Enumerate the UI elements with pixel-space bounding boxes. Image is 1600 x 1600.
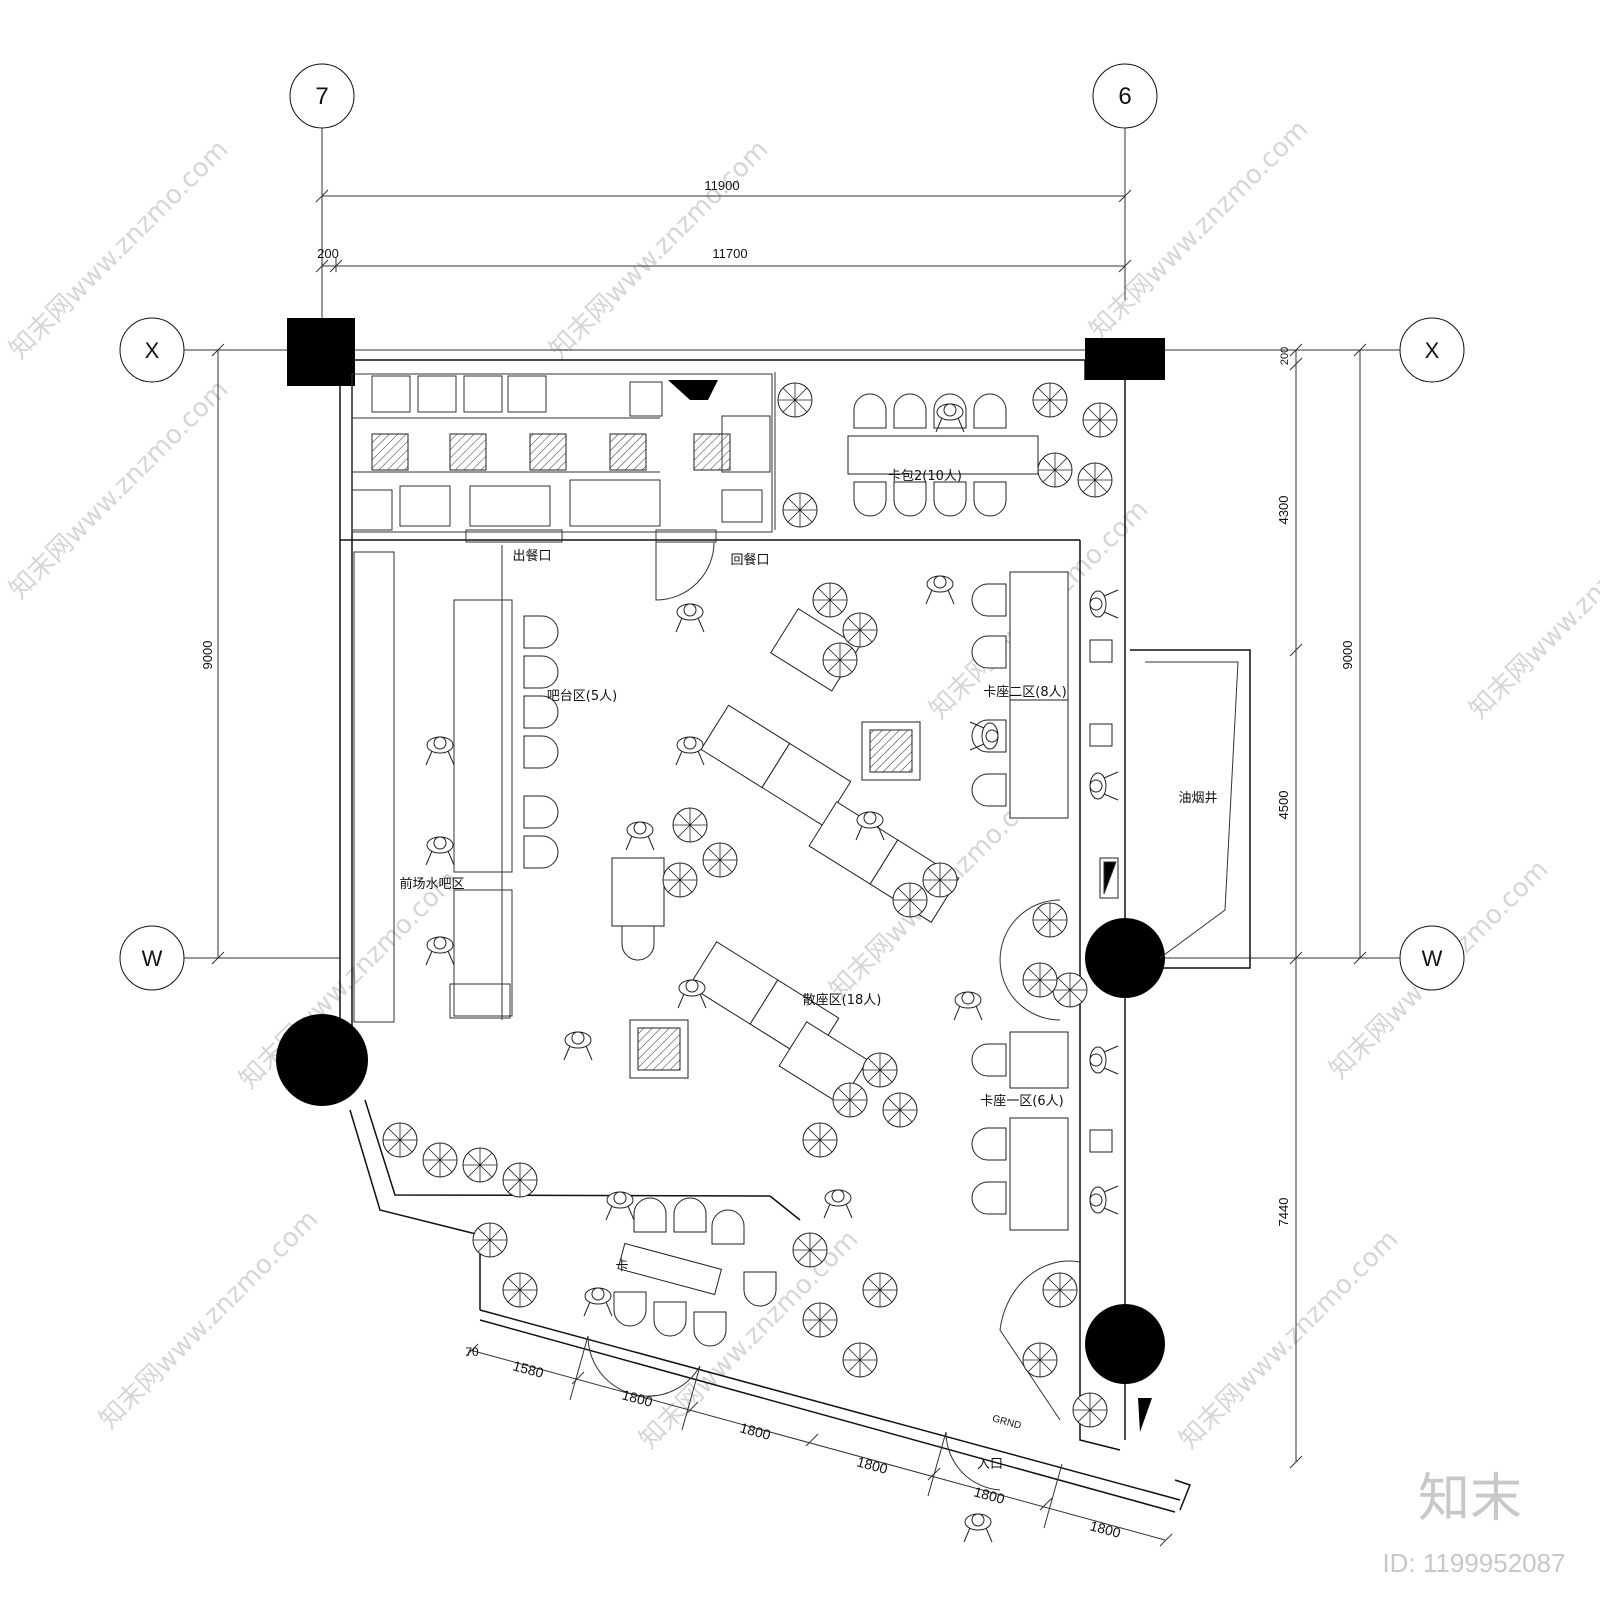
axis-label-7: 7 — [315, 83, 328, 110]
dim-right-4300: 4300 — [1276, 496, 1291, 525]
axis-label-6: 6 — [1118, 83, 1131, 110]
dim-door-3: 1800 — [855, 1453, 889, 1477]
dim-right-200: 200 — [1279, 347, 1291, 365]
private-room — [774, 372, 1118, 530]
column-round — [1085, 1304, 1165, 1384]
dim-door-5: 1800 — [1088, 1517, 1122, 1541]
axis-label-x-left: X — [145, 338, 160, 363]
column-square — [1085, 338, 1165, 380]
column-square — [287, 318, 355, 386]
label-serve-back: 回餐口 — [730, 552, 769, 568]
dim-door-4: 1800 — [972, 1483, 1006, 1507]
dim-wall-offset: 200 — [317, 246, 339, 261]
kitchen-hatched-equipment — [371, 380, 731, 471]
dim-overall-width: 11900 — [704, 178, 739, 193]
label-front-bar: 前场水吧区 — [399, 876, 464, 892]
label-private-room: 卡包2(10人) — [888, 469, 962, 484]
label-bar-area: 吧台区(5人) — [547, 689, 617, 704]
dim-bottom-70: 70 — [465, 1345, 479, 1359]
watermark-text: 知末网www.znzmo.com — [94, 1204, 325, 1435]
dim-right-7440: 7440 — [1276, 1198, 1291, 1227]
brand-logo: 知末 — [1418, 1469, 1522, 1529]
watermark-text: 知末网www.znzmo.com — [1464, 494, 1600, 725]
bar-stools — [523, 615, 559, 869]
axis-lines — [184, 128, 1400, 959]
column-round — [276, 1014, 368, 1106]
axis-label-x-right: X — [1425, 338, 1440, 363]
dim-door-1: 1800 — [620, 1386, 654, 1410]
serving-windows — [465, 529, 717, 601]
lower-booth — [382, 1122, 898, 1378]
dimension-lines-top — [315, 186, 1132, 273]
label-entrance: 入口 — [977, 1457, 1003, 1472]
structural-columns — [276, 318, 1165, 1384]
booth-zone-one — [971, 1031, 1119, 1231]
smoke-shaft — [1099, 661, 1239, 959]
label-booth-one: 卡座一区(6人) — [980, 1094, 1063, 1109]
watermark-text: 知末网www.znzmo.com — [1174, 1224, 1405, 1455]
axis-label-w-left: W — [142, 946, 163, 971]
dim-right-4500: 4500 — [1276, 791, 1291, 820]
label-booth-lower: 卡 — [615, 1259, 628, 1274]
dim-right-total: 9000 — [1340, 641, 1355, 670]
dimension-lines-right — [1289, 343, 1367, 1469]
brand-id-label: ID: 1199952087 — [1382, 1548, 1565, 1578]
label-booth-two: 卡座二区(8人) — [983, 685, 1066, 700]
axis-label-w-right: W — [1422, 946, 1443, 971]
watermark-text: 知末网www.znzmo.com — [4, 374, 235, 605]
open-seating — [563, 575, 983, 1219]
watermark-text: 知末网www.znzmo.com — [1084, 114, 1315, 345]
dim-bottom-1580: 1580 — [511, 1357, 545, 1381]
label-open-seating: 散座区(18人) — [803, 993, 882, 1008]
front-bar — [353, 545, 513, 1023]
column-round — [1085, 918, 1165, 998]
label-ground-mark: GRND — [991, 1413, 1022, 1431]
label-serve-out: 出餐口 — [512, 548, 551, 564]
dim-left-height: 9000 — [200, 641, 215, 670]
watermark-text: 知末网www.znzmo.com — [4, 134, 235, 365]
dimension-line-bottom — [465, 1343, 1173, 1547]
right-planters — [999, 899, 1152, 1432]
booth-zone-two — [969, 571, 1119, 819]
dim-door-2: 1800 — [738, 1419, 772, 1443]
label-smoke-shaft: 油烟井 — [1178, 791, 1217, 806]
dimension-line-left — [211, 343, 225, 965]
dim-inner-width: 11700 — [712, 246, 747, 261]
